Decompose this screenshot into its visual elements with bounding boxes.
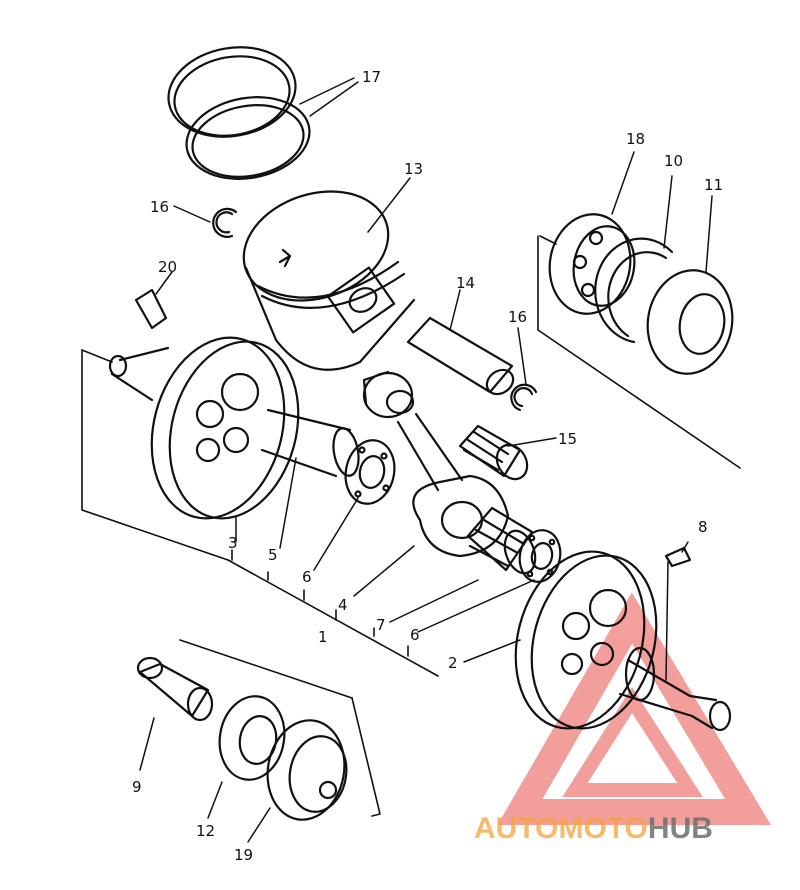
- label-9: 9: [132, 778, 142, 796]
- svg-text:AUTOMOTOHUB: AUTOMOTOHUB: [474, 812, 713, 845]
- small-end-bearing: [458, 424, 529, 481]
- spacer-9: [136, 656, 214, 722]
- label-6-left: 6: [302, 568, 312, 586]
- leader-lines: [139, 77, 713, 843]
- watermark-hub: HUB: [648, 812, 713, 845]
- watermark-logo: [497, 592, 771, 825]
- thrust-washer-right: [518, 529, 562, 583]
- label-11: 11: [704, 176, 723, 194]
- label-10: 10: [664, 152, 683, 170]
- label-8: 8: [698, 518, 708, 536]
- oil-seal-11: [646, 269, 734, 375]
- label-17: 17: [362, 68, 381, 86]
- piston-rings: [167, 46, 311, 180]
- label-15: 15: [558, 430, 577, 448]
- label-1: 1: [318, 628, 328, 646]
- label-20: 20: [158, 258, 177, 276]
- label-16-left: 16: [150, 198, 169, 216]
- crank-half-left: [108, 336, 300, 520]
- piston-pin: [406, 316, 515, 396]
- circlip-right: [510, 383, 538, 412]
- label-5: 5: [268, 546, 278, 564]
- label-4: 4: [338, 596, 348, 614]
- label-14: 14: [456, 274, 475, 292]
- crank-half-right: [514, 550, 732, 732]
- main-bearing-19: [266, 719, 348, 821]
- label-19: 19: [234, 846, 253, 864]
- label-6-right: 6: [410, 626, 420, 644]
- label-13: 13: [404, 160, 423, 178]
- label-2: 2: [448, 654, 458, 672]
- circlip-left: [212, 207, 238, 238]
- watermark-moto: MOTO: [558, 812, 647, 845]
- piston: [242, 190, 416, 371]
- label-7: 7: [376, 616, 386, 634]
- label-3: 3: [228, 534, 238, 552]
- label-16-right: 16: [508, 308, 527, 326]
- connecting-rod: [362, 370, 510, 558]
- watermark-text: AUTOMOTOHUB: [474, 812, 713, 845]
- woodruff-key-8: [664, 546, 692, 568]
- label-18: 18: [626, 130, 645, 148]
- part-labels: 17 16 13 20 14 16 15 18 10 11 8 3 5 6 4 …: [132, 68, 723, 864]
- crank-pin: [260, 408, 360, 478]
- circlip-10: [594, 237, 674, 344]
- big-end-bearing: [466, 506, 537, 575]
- label-12: 12: [196, 822, 215, 840]
- watermark-auto: AUTO: [474, 812, 558, 845]
- thrust-washer-left: [344, 439, 396, 505]
- main-bearing-18: [548, 213, 636, 315]
- assembly-brackets: [81, 235, 741, 817]
- woodruff-key-20: [134, 288, 168, 330]
